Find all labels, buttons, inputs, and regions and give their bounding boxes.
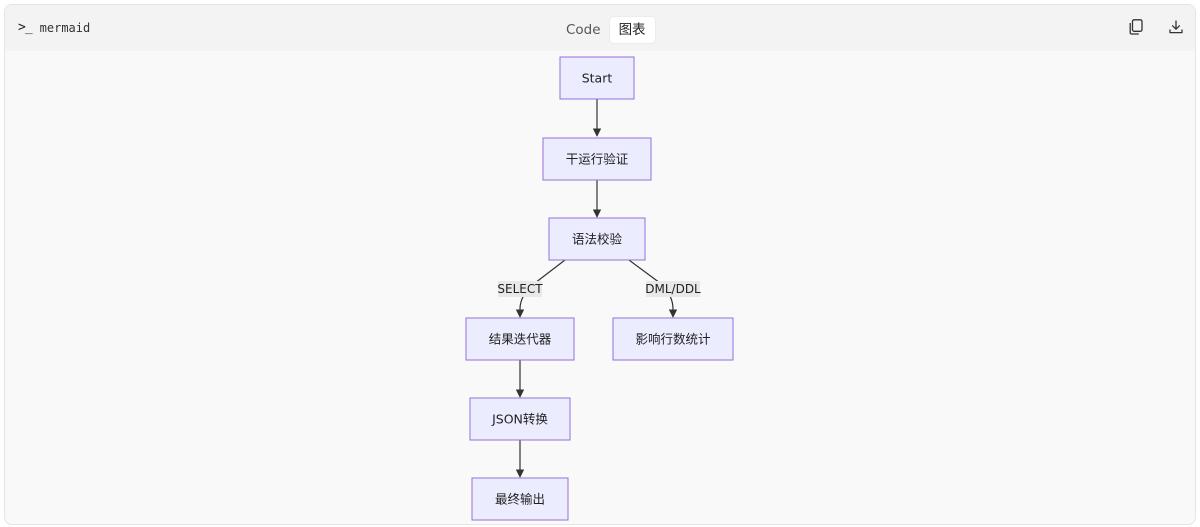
node-dry-run-validation[interactable]: 干运行验证 bbox=[542, 137, 652, 181]
node-start[interactable]: Start bbox=[559, 56, 635, 100]
svg-text:语法校验: 语法校验 bbox=[572, 232, 623, 247]
node-final-output[interactable]: 最终输出 bbox=[471, 477, 569, 521]
node-json-convert[interactable]: JSON转换 bbox=[469, 397, 571, 441]
code-block-card: >_ mermaid Code 图表 bbox=[4, 4, 1196, 525]
svg-text:JSON转换: JSON转换 bbox=[491, 412, 548, 427]
svg-text:影响行数统计: 影响行数统计 bbox=[635, 332, 710, 347]
language-indicator: >_ mermaid bbox=[18, 20, 90, 35]
download-button[interactable] bbox=[1167, 17, 1185, 37]
svg-text:DML/DDL: DML/DDL bbox=[645, 282, 701, 296]
copy-button[interactable] bbox=[1127, 17, 1145, 37]
node-result-iterator[interactable]: 结果迭代器 bbox=[465, 317, 575, 361]
svg-text:最终输出: 最终输出 bbox=[495, 492, 545, 507]
language-label: mermaid bbox=[39, 20, 91, 35]
svg-text:结果迭代器: 结果迭代器 bbox=[489, 332, 552, 347]
node-affected-rows[interactable]: 影响行数统计 bbox=[612, 317, 734, 361]
svg-text:SELECT: SELECT bbox=[497, 282, 543, 296]
toolbar-actions bbox=[1127, 17, 1185, 37]
tab-diagram[interactable]: 图表 bbox=[609, 17, 655, 43]
flowchart: SELECT DML/DDL Start 干运行验证 语法校验 结果迭代器 bbox=[465, 56, 734, 521]
edge-label-select: SELECT bbox=[497, 281, 543, 297]
node-syntax-check[interactable]: 语法校验 bbox=[548, 217, 646, 261]
download-icon bbox=[1169, 20, 1183, 34]
svg-text:干运行验证: 干运行验证 bbox=[566, 152, 629, 167]
copy-icon bbox=[1129, 19, 1143, 35]
svg-text:Start: Start bbox=[582, 71, 613, 86]
view-tabs: Code 图表 bbox=[557, 17, 655, 43]
edge-label-dml-ddl: DML/DDL bbox=[645, 281, 701, 297]
terminal-prompt-icon: >_ bbox=[18, 20, 33, 35]
tab-code[interactable]: Code bbox=[566, 22, 601, 38]
diagram-canvas: SELECT DML/DDL Start 干运行验证 语法校验 结果迭代器 bbox=[5, 51, 1195, 524]
code-block-toolbar: >_ mermaid Code 图表 bbox=[5, 5, 1195, 51]
